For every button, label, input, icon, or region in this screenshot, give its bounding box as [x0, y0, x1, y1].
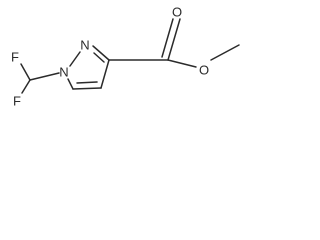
bond-c4-c5: [72, 87, 102, 90]
bond-lines: [20, 18, 240, 94]
bond-c5-n1: [67, 78, 74, 90]
atom-label-fluorine-top: F: [11, 50, 19, 65]
atom-label-ester-oxygen: O: [199, 63, 209, 78]
chemical-structure-diagram: F F N N O O: [11, 5, 240, 109]
bond-c4-c5-second: [76, 81, 98, 84]
atom-label-nitrogen-1: N: [59, 65, 68, 80]
bond-c-n1: [29, 72, 60, 81]
atom-label-carbonyl-oxygen: O: [172, 5, 182, 20]
bond-oester-methyl: [210, 44, 240, 61]
bond-carbonyl-o-second: [161, 18, 174, 58]
bond-n1-n2: [69, 51, 81, 67]
bond-carbonyl-oester: [167, 59, 197, 68]
atom-label-nitrogen-2: N: [80, 38, 89, 53]
atom-label-fluorine-bottom: F: [13, 94, 21, 109]
bond-cf-top: [20, 63, 31, 81]
bond-n2-c3-second: [93, 52, 105, 63]
bond-c3-c4: [100, 59, 110, 89]
bond-carbonyl-o: [167, 18, 181, 61]
bond-n2-c3: [92, 45, 110, 61]
bond-cf-bottom: [21, 79, 31, 94]
atom-labels: F F N N O O: [11, 5, 209, 109]
